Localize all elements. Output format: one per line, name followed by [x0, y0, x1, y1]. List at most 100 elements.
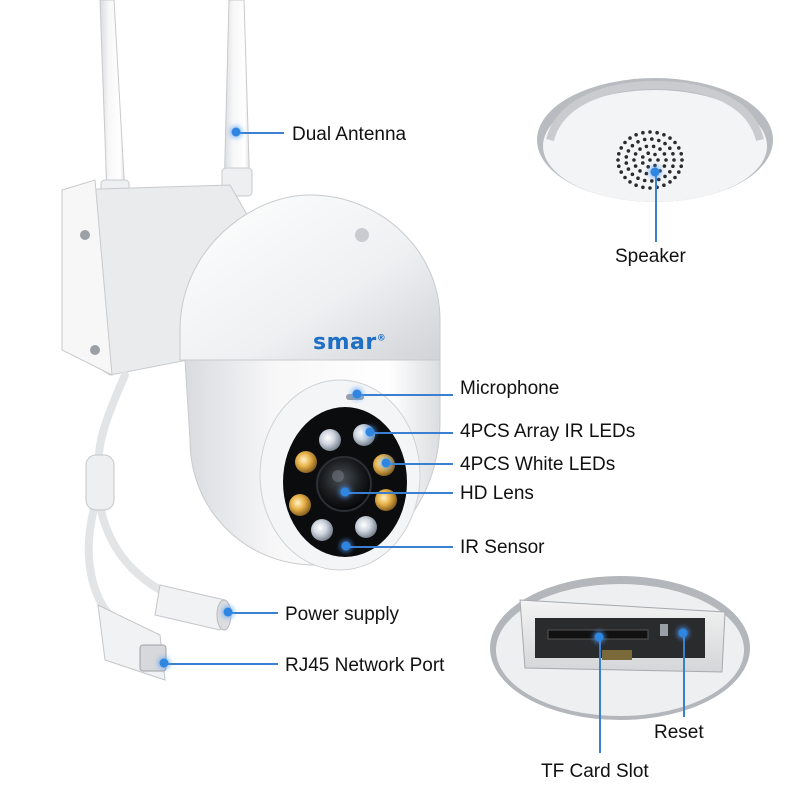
speaker-hole	[655, 130, 659, 135]
speaker-inset	[537, 78, 773, 202]
speaker-hole	[662, 183, 666, 187]
speaker-hole	[633, 164, 638, 168]
leader-dual-antenna	[236, 132, 284, 134]
speaker-hole	[626, 167, 631, 171]
camera-upper-housing	[179, 194, 441, 366]
speaker-hole	[623, 175, 627, 180]
brand-name: smar	[313, 330, 377, 355]
speaker-hole	[617, 152, 621, 156]
speaker-hole	[673, 140, 677, 145]
reset-button	[660, 624, 668, 636]
label-reset: Reset	[654, 722, 704, 743]
cable-splitter	[85, 454, 115, 511]
speaker-hole	[672, 158, 676, 162]
speaker-hole	[628, 136, 632, 140]
speaker-hole	[638, 169, 642, 173]
leader-tf-card-slot	[599, 637, 601, 753]
label-power-supply: Power supply	[285, 604, 400, 625]
speaker-hole	[677, 170, 681, 174]
speaker-hole	[662, 164, 667, 168]
leader-ir-sensor	[346, 546, 453, 548]
speaker-hole	[630, 172, 635, 177]
speaker-hole	[636, 140, 640, 144]
speaker-hole	[641, 161, 645, 165]
speaker-hole	[624, 155, 629, 159]
speaker-hole	[624, 161, 629, 165]
speaker-hole	[677, 146, 681, 150]
speaker-hole	[650, 137, 654, 141]
speaker-hole	[619, 146, 623, 150]
label-speaker: Speaker	[615, 246, 686, 267]
speaker-hole	[671, 152, 675, 156]
power-plug	[154, 584, 232, 631]
speaker-hole	[664, 158, 668, 162]
brand-trademark: ®	[376, 333, 387, 344]
speaker-hole	[626, 149, 631, 153]
dot-ir-sensor	[341, 541, 351, 551]
leader-white-leds	[386, 463, 453, 465]
speaker-hole	[642, 178, 647, 183]
label-dual-antenna: Dual Antenna	[292, 124, 407, 145]
speaker-hole	[662, 133, 666, 137]
speaker-hole	[653, 163, 657, 168]
speaker-hole	[646, 151, 650, 155]
speaker-hole	[642, 137, 647, 142]
speaker-grille	[616, 130, 684, 190]
speaker-hole	[673, 175, 677, 180]
speaker-hole	[668, 136, 672, 140]
speaker-hole	[663, 174, 667, 179]
speaker-hole	[656, 158, 660, 162]
speaker-hole	[630, 143, 635, 148]
brand-logo: smar®	[313, 330, 386, 355]
speaker-hole	[648, 130, 652, 134]
speaker-hole	[662, 152, 667, 156]
leader-speaker	[655, 172, 657, 242]
leader-ir-leds	[370, 432, 453, 434]
label-rj45: RJ45 Network Port	[285, 655, 445, 676]
speaker-hole	[644, 144, 649, 149]
leader-microphone	[357, 394, 453, 396]
speaker-hole	[648, 186, 652, 190]
speaker-hole	[644, 171, 649, 176]
speaker-hole	[653, 152, 657, 157]
dot-dual-antenna	[231, 127, 241, 137]
speaker-hole	[646, 165, 650, 169]
speaker-hole	[641, 155, 645, 159]
label-ir-leds: 4PCS Array IR LEDs	[460, 421, 636, 442]
speaker-hole	[680, 158, 684, 162]
label-hd-lens: HD Lens	[460, 483, 534, 504]
dot-ir-leds	[365, 427, 375, 437]
speaker-hole	[658, 147, 662, 151]
speaker-hole	[650, 179, 654, 183]
leader-rj45	[164, 663, 278, 665]
speaker-hole	[634, 183, 638, 187]
leader-reset	[683, 633, 685, 717]
dot-power-supply	[223, 607, 233, 617]
dot-rj45	[159, 658, 169, 668]
speaker-hole	[668, 180, 672, 184]
speaker-hole	[634, 133, 638, 137]
hd-lens	[316, 456, 372, 512]
label-microphone: Microphone	[460, 378, 560, 399]
label-ir-sensor: IR Sensor	[460, 537, 545, 558]
speaker-hole	[623, 140, 627, 145]
speaker-hole	[679, 152, 683, 156]
speaker-hole	[633, 152, 638, 156]
dot-speaker	[650, 167, 660, 177]
speaker-hole	[636, 176, 640, 180]
speaker-hole	[668, 170, 672, 174]
speaker-hole	[628, 180, 632, 184]
antenna-left	[99, 0, 126, 196]
rj45-connector	[97, 604, 167, 681]
dot-white-leds	[381, 458, 391, 468]
speaker-hole	[651, 144, 656, 149]
antenna-right	[221, 0, 253, 197]
speaker-hole	[617, 164, 621, 168]
speaker-hole	[657, 138, 661, 143]
speaker-hole	[641, 185, 645, 190]
speaker-hole	[679, 164, 683, 168]
speaker-hole	[619, 170, 623, 174]
speaker-hole	[668, 146, 672, 150]
